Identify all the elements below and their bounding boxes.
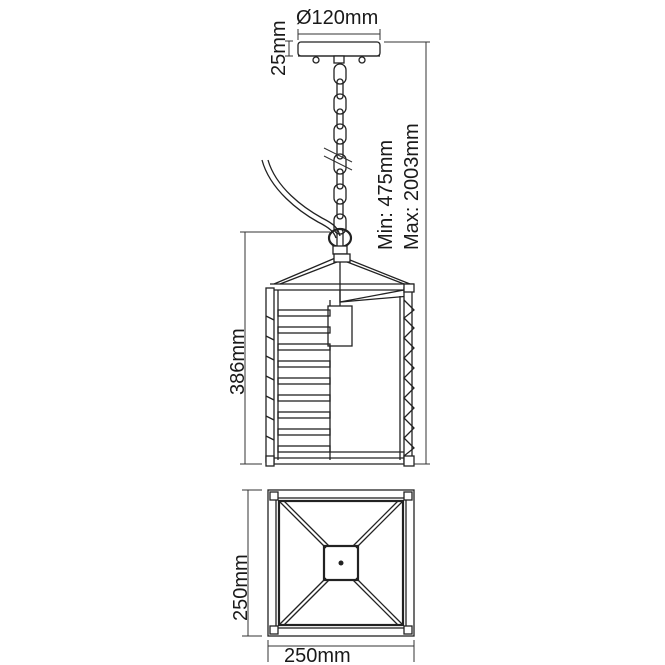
slat	[277, 309, 331, 317]
chain-link	[336, 108, 344, 130]
power-cable	[261, 159, 337, 239]
slat	[277, 377, 331, 385]
chain-link	[336, 138, 344, 160]
canopy-height-dimension: 25mm	[268, 20, 293, 76]
drop-dimension: Min: 475mm Max: 2003mm	[375, 41, 430, 465]
base-depth-dimension: 250mm	[230, 489, 262, 637]
lantern-slats	[277, 309, 331, 453]
drop-min-label: Min: 475mm	[375, 140, 397, 250]
slat	[277, 445, 331, 453]
canopy-diameter-dimension: Ø120mm	[296, 7, 381, 40]
slat	[277, 411, 331, 419]
chain-link	[333, 213, 347, 235]
chain-link	[336, 78, 344, 100]
chain-link	[333, 153, 347, 175]
base-depth-label: 250mm	[230, 554, 252, 621]
lantern-height-label: 386mm	[227, 328, 249, 395]
slat	[277, 428, 331, 436]
canopy-height-label: 25mm	[268, 20, 290, 76]
ceiling-canopy	[297, 41, 381, 64]
chain-link	[333, 183, 347, 205]
chain-link	[336, 168, 344, 190]
lantern-height-dimension: 386mm	[227, 231, 330, 465]
base-width-label: 250mm	[284, 645, 351, 665]
drop-max-label: Max: 2003mm	[401, 123, 423, 250]
slat	[277, 343, 331, 351]
slat	[277, 394, 331, 402]
base-width-dimension: 250mm	[267, 640, 415, 665]
lantern-elevation	[265, 253, 415, 467]
lantern-plan-view	[267, 489, 415, 637]
hanging-ring	[327, 227, 353, 255]
chain-link	[333, 123, 347, 145]
chain-link	[333, 93, 347, 115]
slat	[277, 326, 331, 334]
chain-break-mark	[323, 147, 353, 171]
chain-link	[333, 63, 347, 85]
canopy-diameter-label: Ø120mm	[296, 7, 378, 29]
chain-link	[336, 198, 344, 220]
slat	[277, 360, 331, 368]
